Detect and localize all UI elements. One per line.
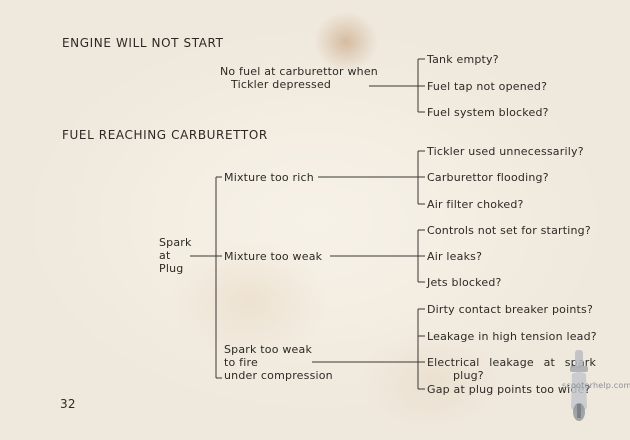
watermark-text: scooterhelp.com (562, 381, 630, 390)
check-item: Controls not set for starting? (427, 224, 591, 237)
scooter-icon (570, 350, 588, 421)
check-item: Air leaks? (427, 250, 483, 263)
check-item: Carburettor flooding? (427, 171, 549, 184)
root-label-line2: at (159, 249, 171, 262)
check-item-continuation: plug? (453, 369, 484, 382)
branch-label-rich: Mixture too rich (224, 171, 314, 184)
cause-text-line2: Tickler depressed (231, 78, 332, 91)
check-item: Dirty contact breaker points? (427, 303, 593, 316)
check-item: Gap at plug points too wide? (427, 383, 591, 396)
root-label-line1: Spark (159, 236, 192, 249)
check-item: Fuel tap not opened? (427, 80, 548, 93)
scooter-logo-watermark (566, 348, 592, 430)
check-item: Tank empty? (427, 53, 499, 66)
branch-label-weak: Mixture too weak (224, 250, 323, 263)
section-heading-engine: ENGINE WILL NOT START (62, 36, 224, 50)
branch-label-spark-line3: under compression (224, 369, 333, 382)
check-item: Jets blocked? (427, 276, 502, 289)
check-item: Air filter choked? (427, 198, 524, 211)
check-item: Fuel system blocked? (427, 106, 549, 119)
branch-label-spark-line1: Spark too weak (224, 343, 313, 356)
page-number: 32 (60, 397, 76, 411)
root-label-line3: Plug (159, 262, 184, 275)
check-item: Leakage in high tension lead? (427, 330, 597, 343)
section-heading-fuel: FUEL REACHING CARBURETTOR (62, 128, 268, 142)
check-item: Electrical leakage at spark (427, 356, 597, 369)
check-item: Tickler used unnecessarily? (427, 145, 584, 158)
cause-text-line1: No fuel at carburettor when (220, 65, 378, 78)
branch-label-spark-line2: to fire (224, 356, 258, 369)
